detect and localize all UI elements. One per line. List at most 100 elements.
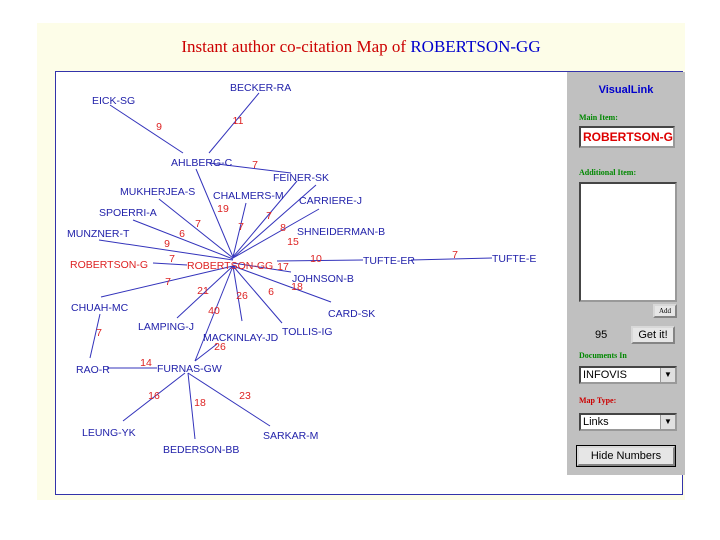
edge-weight-chuah-rao: 7 [96,327,102,339]
edge-johnson-center [232,262,292,273]
chevron-down-icon[interactable]: ▼ [660,415,675,429]
edge-eick-ahlberg [109,104,184,154]
edge-chuah-rao [89,313,101,359]
documents-select[interactable]: INFOVIS ▼ [579,366,677,384]
node-chalmers-m[interactable]: CHALMERS-M [213,190,284,202]
edge-weight-johnson-center: 17 [277,261,289,273]
edge-mukherjea-center [158,198,234,259]
edge-furnas-leung [122,372,186,422]
get-it-button[interactable]: Get it! [631,326,675,344]
main-item-input[interactable]: ROBERTSON-G [579,126,675,148]
edge-weight-furnas-bederson: 18 [194,397,206,409]
node-bederson-bb[interactable]: BEDERSON-BB [163,444,239,456]
node-munzner-t[interactable]: MUNZNER-T [67,228,130,240]
node-card-sk[interactable]: CARD-SK [328,308,375,320]
edge-becker-ahlberg [208,92,260,154]
node-lamping-j[interactable]: LAMPING-J [138,321,194,333]
node-shneiderman-b[interactable]: SHNEIDERMAN-B [297,226,385,238]
chevron-down-icon[interactable]: ▼ [660,368,675,382]
edge-weight-lamping-center: 21 [197,285,209,297]
node-sarkar-m[interactable]: SARKAR-M [263,430,318,442]
additional-items-label: Additional Item: [579,168,637,177]
edge-chuah-center [100,265,234,298]
node-rao-r[interactable]: RAO-R [76,364,110,376]
edge-weight-chalmers-center: 7 [238,221,244,233]
title-focus: ROBERTSON-GG [410,37,541,56]
map-type-label: Map Type: [579,396,617,405]
edge-card-center [232,265,332,303]
node-eick-sg[interactable]: EICK-SG [92,95,135,107]
map-type-select[interactable]: Links ▼ [579,413,677,431]
edge-tollis-center [232,265,283,324]
edge-mackinlay-center [232,265,243,322]
add-button[interactable]: Add [653,304,677,318]
edge-weight-ahlberg-feiner: 7 [252,159,258,171]
node-tufte-e[interactable]: TUFTE-E [492,253,536,265]
node-tollis-ig[interactable]: TOLLIS-IG [282,326,333,338]
edge-feiner-center [232,184,317,259]
edge-weight-robertsong-center: 7 [169,253,175,265]
edge-weight-tollis-center: 6 [268,286,274,298]
edge-weight-mackinlay-furnas: 26 [214,341,226,353]
visuallink-sidebar: VisualLink Main Item: ROBERTSON-G Additi… [567,72,685,475]
edge-weight-furnas-sarkar: 23 [239,390,251,402]
edge-weight-tufteer-tuftee: 7 [452,249,458,261]
sidebar-title: VisualLink [598,84,654,96]
node-furnas-gw[interactable]: FURNAS-GW [157,363,222,375]
edge-weight-munzner-center: 9 [164,238,170,250]
edge-mackinlay-furnas [194,343,218,362]
node-ahlberg-c[interactable]: AHLBERG-C [171,157,233,169]
edge-furnas-sarkar [187,372,271,427]
edge-chalmers-center [232,202,247,258]
edge-weight-furnas-leung: 16 [148,390,160,402]
node-spoerri-a[interactable]: SPOERRI-A [99,207,157,219]
edge-weight-rao-furnas: 14 [140,357,152,369]
node-johnson-b[interactable]: JOHNSON-B [292,273,354,285]
documents-label: Documents In [579,351,627,360]
node-becker-ra[interactable]: BECKER-RA [230,82,291,94]
main-item-label: Main Item: [579,113,618,122]
title-prefix: Instant author co-citation Map of [181,37,407,56]
edge-weight-spoerri-center: 6 [179,228,185,240]
edge-robertsong-center [152,262,188,266]
node-mukherjea-s[interactable]: MUKHERJEA-S [120,186,195,198]
hide-numbers-button[interactable]: Hide Numbers [576,445,676,467]
edge-ahlberg-center [195,168,234,258]
node-mackinlay-jd[interactable]: MACKINLAY-JD [203,332,279,344]
node-robertson-g[interactable]: ROBERTSON-G [70,259,148,271]
node-feiner-sk[interactable]: FEINER-SK [273,172,329,184]
edge-munzner-center [98,239,234,261]
document-count: 95 [595,329,608,341]
edge-weight-mukherjea-center: 7 [195,218,201,230]
additional-items-textarea[interactable] [579,182,677,302]
edge-tufteer-center [276,259,364,262]
documents-select-value: INFOVIS [583,369,628,381]
edge-weight-mackinlay-center: 26 [236,290,248,302]
edge-weight-furnas-center: 40 [208,305,220,317]
edge-weight-carriere-center: 7 [266,210,272,222]
edge-furnas-bederson [187,372,196,440]
edge-weight-ahlberg-center: 19 [217,203,229,215]
node-tufte-er[interactable]: TUFTE-ER [363,255,415,267]
node-robertson-gg-center[interactable]: ROBERTSON-GG [187,260,273,272]
node-carriere-j[interactable]: CARRIERE-J [299,195,362,207]
edge-spoerri-center [132,219,234,260]
edge-lamping-center [176,265,234,319]
node-leung-yk[interactable]: LEUNG-YK [82,427,136,439]
page-title: Instant author co-citation Map of ROBERT… [37,37,685,57]
edge-weight-becker-ahlberg: 11 [233,115,244,127]
edge-weight-tufteer-center: 10 [310,253,322,265]
edge-ahlberg-feiner [208,162,292,174]
edge-weight-chuah-center: 7 [165,276,171,288]
edge-tufteer-tuftee [410,257,493,261]
edge-weight-shneiderman-center: 8 [280,222,286,234]
edge-shneiderman-center [232,208,320,259]
edge-furnas-center [194,265,234,362]
edge-carriere-center [232,180,298,258]
edge-weight-feiner-center: 15 [287,236,299,248]
node-chuah-mc[interactable]: CHUAH-MC [71,302,129,314]
edge-weight-eick-ahlberg: 9 [156,121,162,133]
map-type-select-value: Links [583,416,609,428]
edge-weight-card-center: 18 [291,281,303,293]
